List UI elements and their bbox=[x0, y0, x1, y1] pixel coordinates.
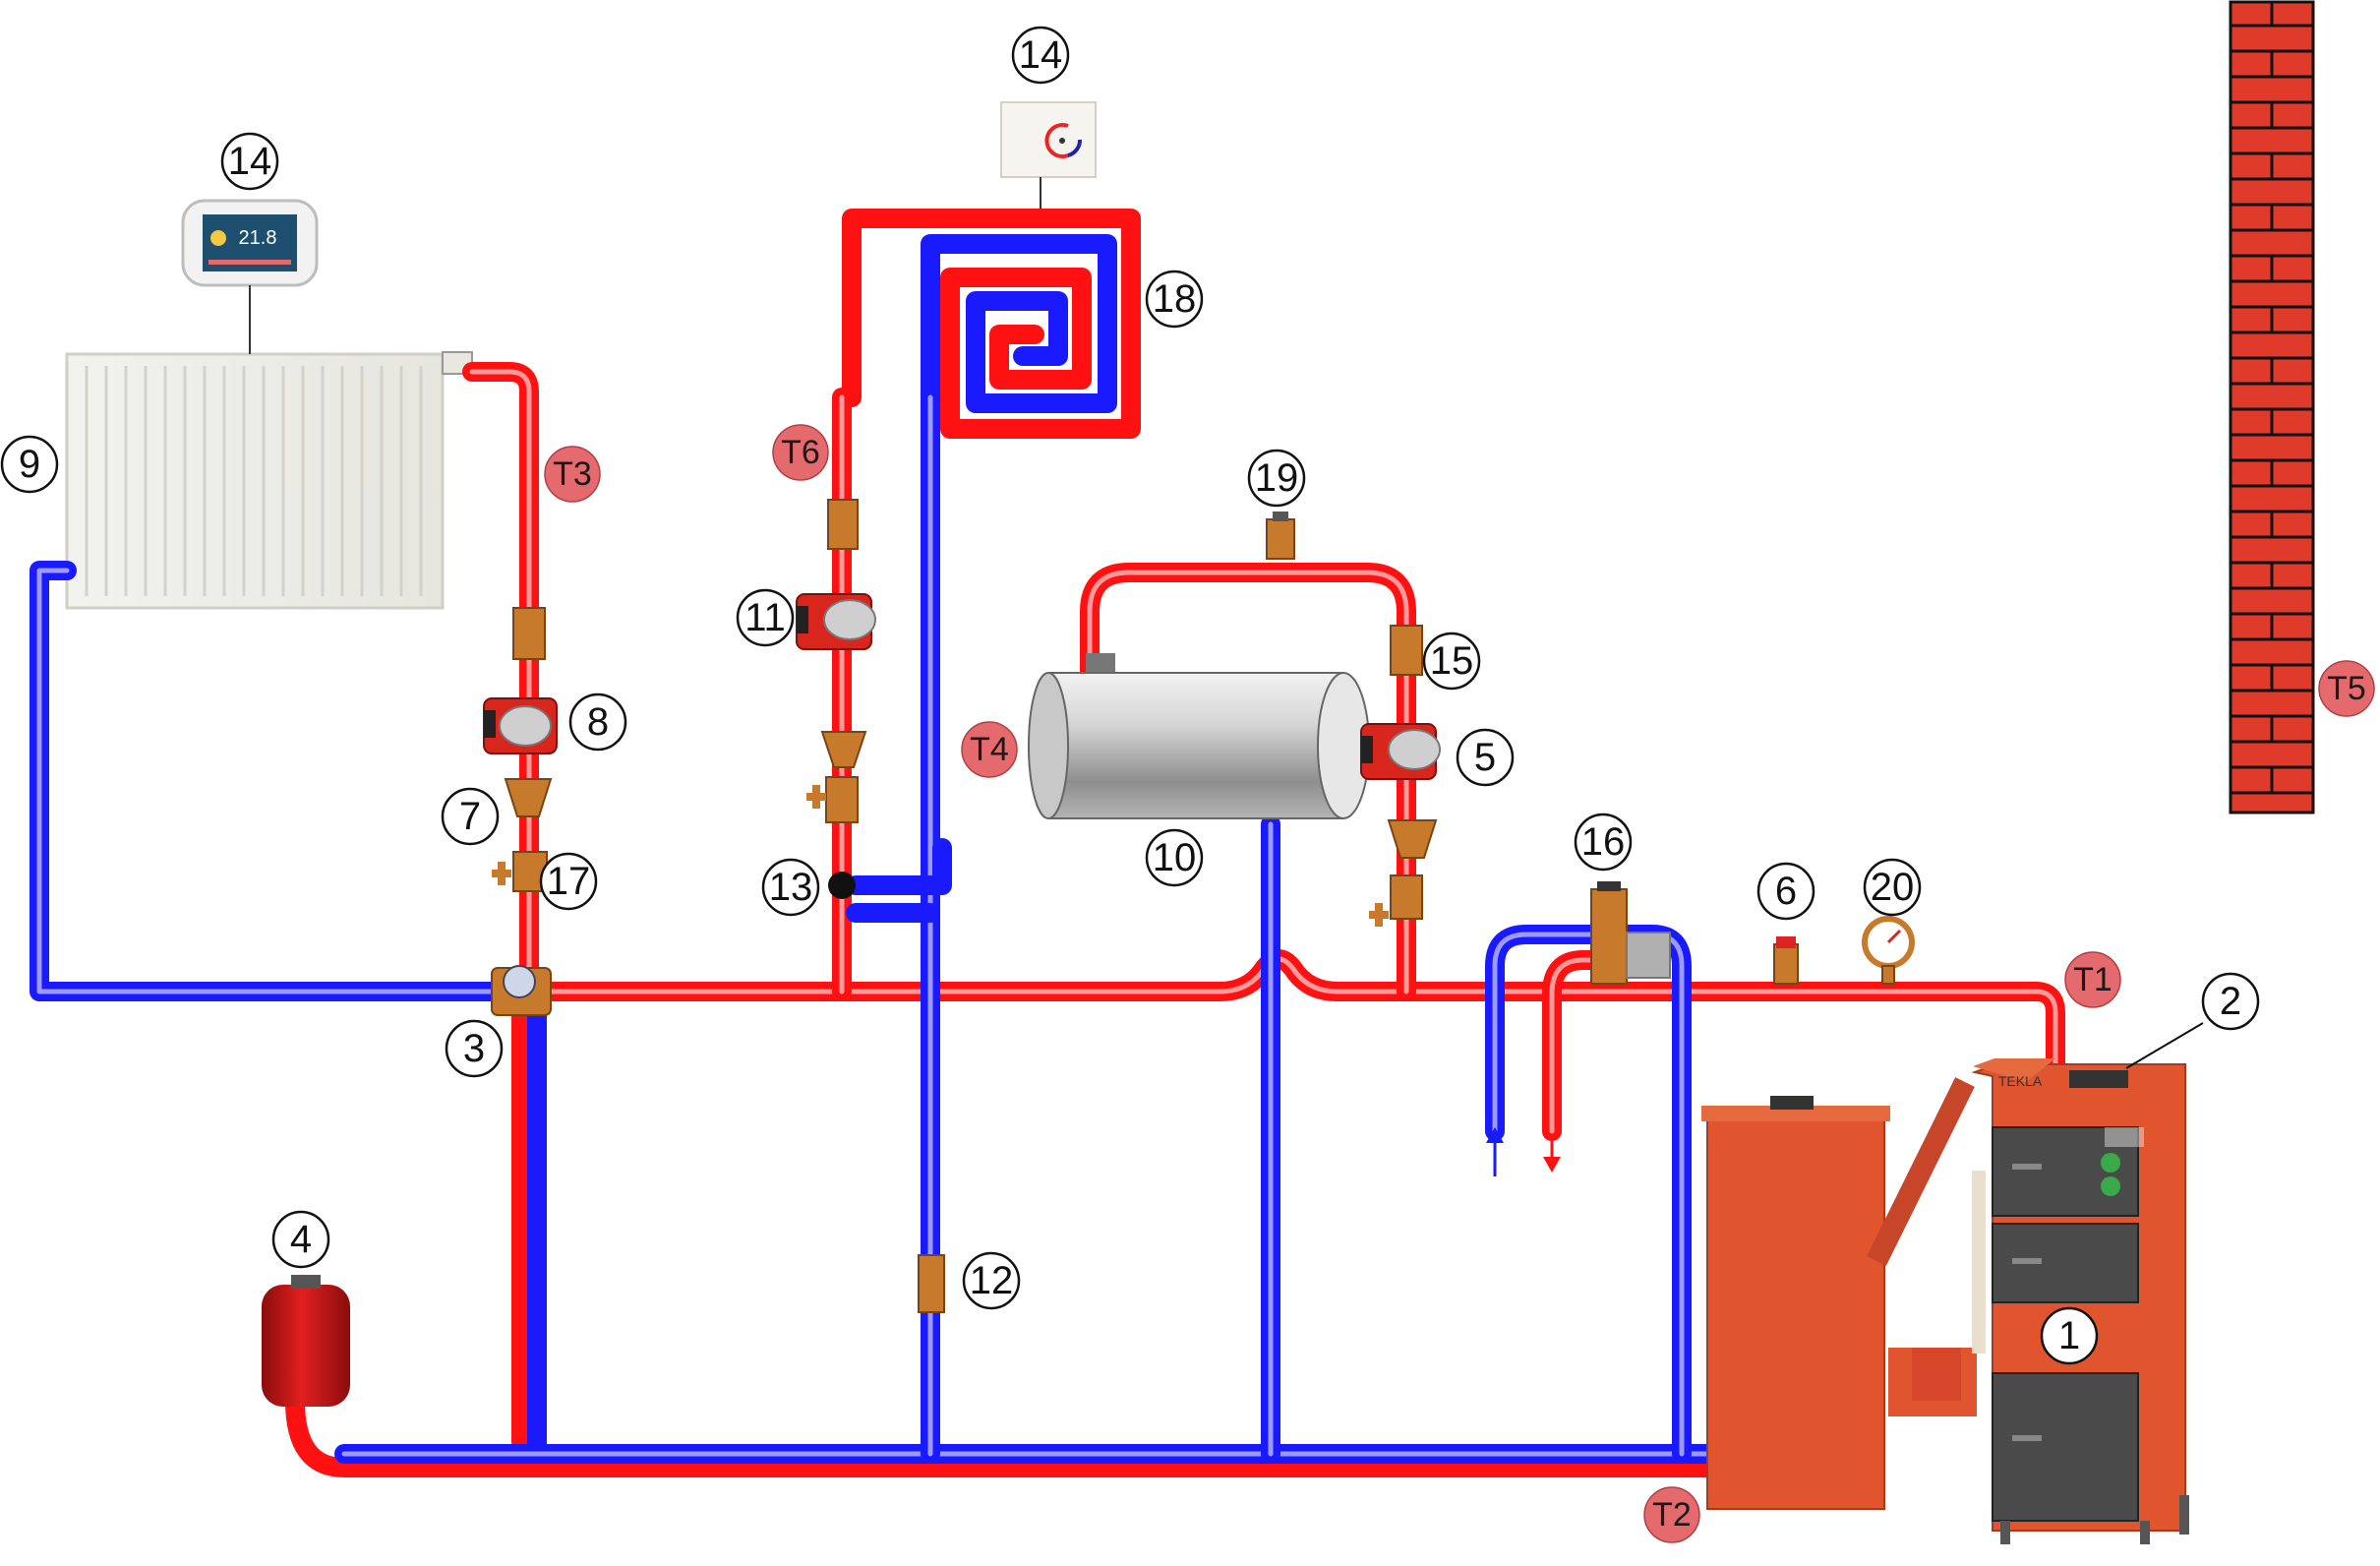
radiator-pump bbox=[483, 607, 558, 892]
label-14-panel: 14 bbox=[220, 132, 279, 191]
svg-text:4: 4 bbox=[290, 1218, 312, 1261]
svg-text:2: 2 bbox=[2220, 980, 2241, 1023]
room-panel-temperature: 21.8 bbox=[239, 227, 277, 249]
svg-text:1: 1 bbox=[2058, 1314, 2080, 1357]
boiler: TEKLA bbox=[1971, 1058, 2189, 1544]
floor-return-fitting bbox=[918, 1254, 945, 1313]
svg-text:14: 14 bbox=[228, 140, 272, 183]
thermostatic-valve bbox=[1590, 881, 1671, 985]
label-5: 5 bbox=[1456, 728, 1515, 787]
svg-text:8: 8 bbox=[587, 700, 609, 744]
pellet-hopper bbox=[1701, 1077, 1986, 1510]
label-19: 19 bbox=[1247, 449, 1306, 508]
svg-text:T4: T4 bbox=[970, 731, 1009, 768]
safety-valve bbox=[1773, 936, 1799, 985]
expansion-vessel bbox=[262, 1275, 350, 1407]
arrow-up-icon bbox=[1486, 1127, 1504, 1176]
svg-text:17: 17 bbox=[547, 860, 591, 903]
floor-heating-coil bbox=[842, 209, 1141, 439]
svg-text:19: 19 bbox=[1255, 456, 1299, 500]
label-2: 2 bbox=[2201, 972, 2260, 1031]
svg-text:18: 18 bbox=[1153, 277, 1197, 321]
floor-heating-pump bbox=[796, 499, 876, 899]
boiler-controller-leader bbox=[2125, 1022, 2204, 1069]
arrow-down-icon bbox=[1543, 1141, 1561, 1173]
svg-text:5: 5 bbox=[1474, 736, 1496, 779]
label-11: 11 bbox=[736, 588, 795, 647]
air-vent bbox=[1266, 512, 1295, 560]
sensor-t1: T1 bbox=[2064, 951, 2121, 1008]
sensor-t5: T5 bbox=[2318, 660, 2375, 717]
label-8: 8 bbox=[568, 693, 627, 752]
sensor-t4: T4 bbox=[961, 721, 1018, 778]
svg-text:T6: T6 bbox=[781, 434, 820, 471]
label-1: 1 bbox=[2040, 1306, 2099, 1365]
label-4: 4 bbox=[271, 1210, 330, 1269]
svg-text:10: 10 bbox=[1153, 836, 1197, 879]
label-9: 9 bbox=[0, 435, 59, 494]
svg-text:T2: T2 bbox=[1652, 1496, 1692, 1534]
svg-text:T5: T5 bbox=[2327, 670, 2366, 707]
piping bbox=[30, 362, 2065, 1477]
label-7: 7 bbox=[441, 787, 500, 846]
svg-text:9: 9 bbox=[19, 443, 40, 486]
svg-text:12: 12 bbox=[970, 1259, 1014, 1302]
room-thermostat bbox=[1000, 101, 1097, 211]
sensor-t6: T6 bbox=[772, 424, 829, 481]
label-3: 3 bbox=[445, 1019, 504, 1078]
svg-text:6: 6 bbox=[1775, 870, 1797, 913]
radiator bbox=[65, 351, 473, 610]
label-16: 16 bbox=[1574, 813, 1633, 872]
mixing-valve bbox=[491, 965, 552, 1016]
svg-text:11: 11 bbox=[744, 596, 786, 639]
svg-text:7: 7 bbox=[459, 795, 481, 838]
svg-text:T1: T1 bbox=[2073, 961, 2112, 998]
pressure-gauge bbox=[1862, 916, 1915, 985]
svg-text:T3: T3 bbox=[553, 455, 592, 493]
label-12: 12 bbox=[962, 1251, 1021, 1310]
label-14-thermostat: 14 bbox=[1011, 26, 1070, 85]
tank-pump bbox=[1360, 625, 1441, 927]
storage-tank bbox=[1028, 653, 1370, 819]
label-10: 10 bbox=[1145, 828, 1204, 887]
label-15: 15 bbox=[1422, 632, 1481, 691]
label-20: 20 bbox=[1863, 858, 1922, 917]
svg-text:20: 20 bbox=[1871, 866, 1915, 909]
label-18: 18 bbox=[1145, 270, 1204, 329]
svg-text:14: 14 bbox=[1019, 33, 1063, 77]
label-17: 17 bbox=[539, 852, 598, 911]
room-control-panel: 21.8 bbox=[181, 199, 319, 354]
boiler-brand-label: TEKLA bbox=[1998, 1073, 2043, 1089]
svg-text:3: 3 bbox=[463, 1027, 485, 1070]
svg-text:15: 15 bbox=[1430, 639, 1474, 683]
chimney bbox=[2229, 0, 2315, 814]
sensor-t3: T3 bbox=[544, 446, 601, 503]
label-13: 13 bbox=[761, 858, 820, 917]
label-6: 6 bbox=[1756, 862, 1815, 921]
svg-text:13: 13 bbox=[769, 866, 813, 909]
sensor-t2: T2 bbox=[1643, 1486, 1700, 1543]
svg-text:16: 16 bbox=[1581, 820, 1626, 864]
